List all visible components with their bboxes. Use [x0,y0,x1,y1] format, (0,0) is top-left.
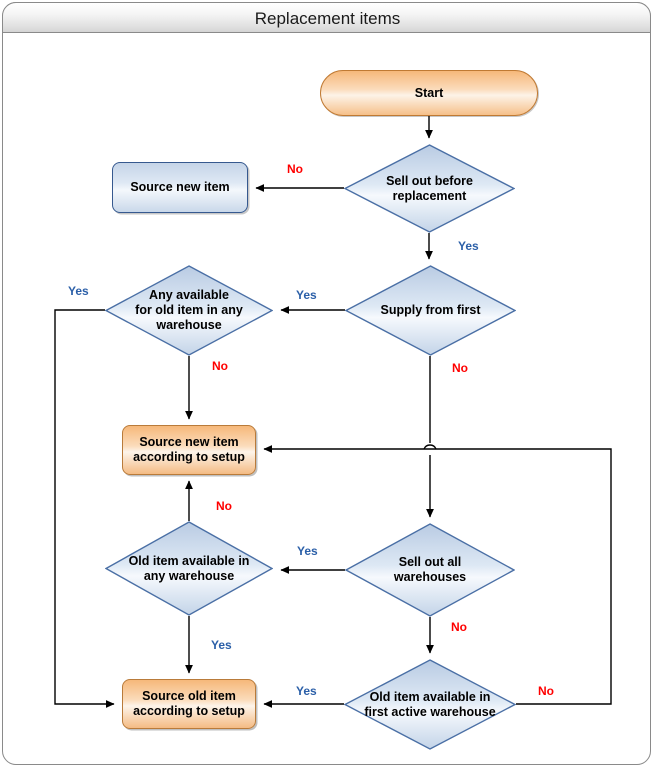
edge-label-no-sell-out-before: No [287,162,303,176]
node-old-item-available-any-warehouse[interactable]: Old item available in any warehouse [105,521,273,616]
node-source-old-item-according-to-setup[interactable]: Source old item according to setup [122,679,256,729]
edge-olditemfirst-no-sourcenewsetup [263,445,612,705]
node-source-new-item-according-to-setup[interactable]: Source new item according to setup [122,425,256,475]
edge-label-yes-sell-out-all: Yes [297,544,318,558]
edge-label-no-old-item-first: No [538,684,554,698]
diamond-shape [345,523,515,617]
diamond-shape [105,521,273,616]
edge-anyavail-yes-sourceoldsetup [54,309,115,708]
node-sell-out-before-replacement[interactable]: Sell out before replacement [344,144,515,233]
line-hop-arc [423,444,437,450]
diamond-shape [105,265,273,356]
node-source-new-item-according-to-setup-label: Source new item according to setup [133,435,245,464]
edge-label-no-sell-out-all: No [451,620,467,634]
edge-label-no-supply-from-first: No [452,361,468,375]
edge-label-yes-old-item-any-wh: Yes [211,638,232,652]
node-start-label: Start [414,85,444,100]
edge-label-yes-sell-out-before: Yes [458,239,479,253]
node-any-available-old-item[interactable]: Any available for old item in any wareho… [105,265,273,356]
edge-label-yes-any-available: Yes [68,284,89,298]
edge-label-no-old-item-any-wh: No [216,499,232,513]
node-source-new-item[interactable]: Source new item [112,162,248,213]
node-start[interactable]: Start [320,70,538,116]
node-source-old-item-according-to-setup-label: Source old item according to setup [133,689,245,718]
edge-label-no-any-available: No [212,359,228,373]
node-sell-out-all-warehouses[interactable]: Sell out all warehouses [345,523,515,617]
title-bar: Replacement items [2,2,651,33]
edge-label-yes-old-item-first: Yes [296,684,317,698]
node-source-new-item-label: Source new item [130,180,230,194]
diamond-shape [344,659,516,750]
page-title: Replacement items [254,9,401,28]
node-supply-from-first[interactable]: Supply from first [345,265,516,356]
node-old-item-available-first-active-warehouse[interactable]: Old item available in first active wareh… [344,659,516,750]
diamond-shape [344,144,515,233]
edge-label-yes-supply-from-first: Yes [296,288,317,302]
diamond-shape [345,265,516,356]
